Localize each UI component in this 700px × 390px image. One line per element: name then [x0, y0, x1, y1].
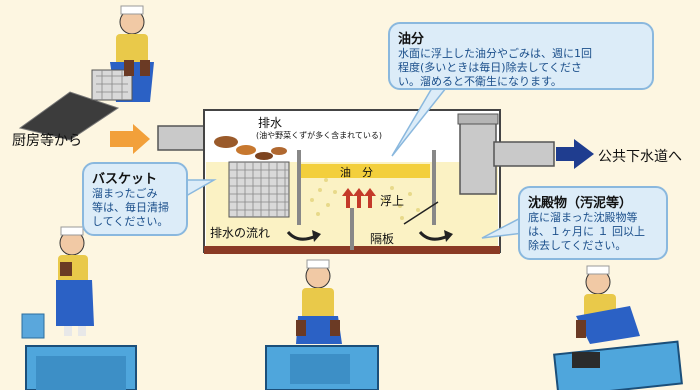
oil-callout-line-2: 程度(多いときは毎日)除去してくださ: [398, 61, 582, 74]
worker-figure-top: [18, 5, 154, 141]
sediment-callout-line-1: 底に溜まった沈殿物等: [528, 211, 638, 224]
oil-callout-line-3: い。溜めると不衛生になります。: [398, 75, 562, 88]
basket-callout-title: バスケット: [92, 172, 158, 187]
worker-figure-middle: [265, 259, 379, 390]
flow-arrow-icon-2: [418, 230, 449, 241]
sediment-callout-line-2: は、１ヶ月に １ 回以上: [528, 225, 645, 238]
basket-callout-line-1: 溜まったごみ: [92, 187, 158, 200]
inlet-pipe: [157, 125, 207, 151]
flow-arrow-icon-1: [286, 230, 317, 241]
partition-label: 隔板: [370, 232, 395, 246]
sediment-callout-title: 沈殿物（汚泥等）: [528, 196, 633, 211]
partition-3: [432, 150, 436, 225]
from-kitchen-label: 厨房等から: [12, 133, 82, 149]
basket-callout: バスケット 溜まったごみ 等は、毎日清掃 してください。: [82, 162, 188, 236]
sediment-callout: 沈殿物（汚泥等） 底に溜まった沈殿物等 は、１ヶ月に １ 回以上 除去してくださ…: [518, 186, 668, 260]
float-up-label: 浮上: [380, 194, 405, 208]
rising-bubbles: [310, 178, 420, 220]
worker-figure-right: [553, 265, 683, 390]
drain-water-label: 排水: [258, 116, 283, 130]
oil-callout-line-1: 水面に浮上した油分やごみは、週に1回: [398, 47, 592, 60]
basket-callout-line-3: してください。: [92, 215, 169, 228]
incoming-arrow-icon: [110, 124, 150, 154]
flow-arrowhead-1: [312, 230, 321, 242]
flow-arrowhead-2: [444, 230, 453, 242]
float-up-arrows: [342, 188, 376, 208]
sediment-callout-line-3: 除去してください。: [528, 239, 627, 252]
partition-1: [297, 150, 301, 225]
outlet-pipe: [457, 113, 555, 195]
to-sewer-label: 公共下水道へ: [598, 149, 682, 165]
trash-bucket-icon: [21, 313, 45, 339]
worker-figure-left: [21, 226, 137, 390]
oil-callout-title: 油分: [398, 32, 425, 47]
food-debris: [214, 136, 287, 160]
partition-pointer: [403, 201, 439, 225]
partition-2: [350, 208, 354, 250]
oil-layer: [300, 164, 430, 178]
outgoing-arrow-icon: [556, 139, 594, 169]
basket-callout-line-2: 等は、毎日清掃: [92, 201, 169, 214]
oil-callout: 油分 水面に浮上した油分やごみは、週に1回 程度(多いときは毎日)除去してくださ…: [388, 22, 654, 90]
oil-layer-label: 油 分: [340, 166, 373, 179]
basket: [228, 161, 290, 218]
drain-note-label: (油や野菜くずが多く含まれている): [256, 131, 383, 140]
flow-label: 排水の流れ: [210, 226, 271, 240]
